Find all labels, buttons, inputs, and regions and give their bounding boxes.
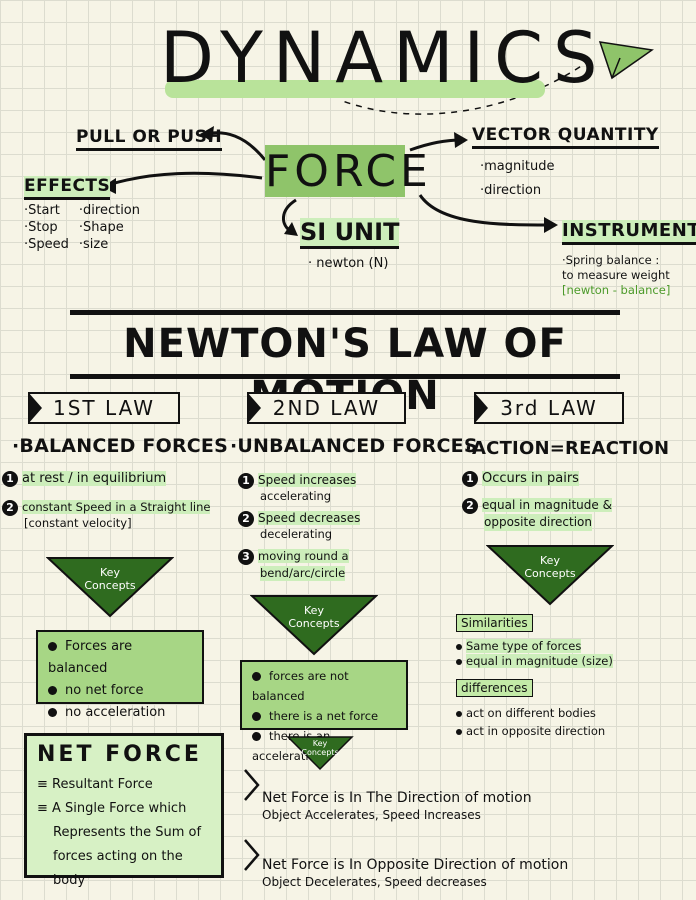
law1-items: 1 at rest / in equilibrium 2 constant Spee…	[2, 470, 232, 531]
concept-item: no acceleration	[65, 705, 166, 720]
instrument-line: ·Spring balance :	[562, 253, 660, 267]
instrument-heading: INSTRUMENT	[562, 220, 696, 245]
divider	[70, 310, 620, 315]
pull-push-label: PULL OR PUSH	[76, 127, 223, 151]
law1-item: at rest / in equilibrium	[22, 471, 167, 486]
law2-subheading: ·UNBALANCED FORCES	[230, 435, 478, 457]
vector-item: ·direction	[480, 183, 542, 198]
law2-note: decelerating	[260, 527, 333, 541]
title-highlight	[165, 80, 545, 98]
force-heading: FORCE	[265, 145, 432, 197]
page-title: DYNAMICS	[160, 17, 608, 99]
net-force-line: forces acting on the body	[53, 849, 183, 888]
law2-key-concepts-small: Key Concepts	[286, 735, 354, 771]
effects-heading: EFFECTS	[24, 176, 111, 200]
effects-section: EFFECTS ·Start ·Stop ·Speed ·direction ·…	[24, 176, 140, 253]
paper-plane-icon	[598, 41, 654, 80]
law2-item: Speed increases	[258, 473, 357, 487]
si-unit-section: SI UNIT · newton (N)	[300, 218, 400, 272]
similarity-item: Same type of forces	[466, 639, 582, 653]
number-badge: 1	[462, 470, 478, 487]
key-concepts-label: Key Concepts	[288, 604, 340, 630]
key-concepts-label: Key Concepts	[84, 566, 136, 592]
concept-item: there is a net force	[269, 709, 379, 723]
law2-concepts-panel: forces are not balanced there is a net f…	[240, 660, 408, 763]
net-force-heading: NET FORCE	[37, 742, 202, 767]
divider	[70, 374, 620, 379]
law2-label: 2ND LAW	[247, 392, 406, 424]
law1-label: 1ST LAW	[28, 392, 180, 424]
difference-item: act on different bodies	[466, 706, 596, 720]
law1-item: constant Speed in a Straight line	[22, 500, 211, 514]
law2-note: bend/arc/circle	[260, 566, 346, 581]
direction-note-2: Net Force is In Opposite Direction of mo…	[262, 857, 692, 889]
number-badge: 2	[238, 510, 254, 527]
law2-key-concepts: Key Concepts	[250, 594, 378, 656]
number-badge: 2	[2, 499, 18, 516]
law1-key-concepts: Key Concepts	[46, 556, 174, 618]
key-concepts-label: Key Concepts	[524, 554, 576, 580]
vector-item: ·magnitude	[480, 159, 555, 174]
law3-subheading: ·ACTION=REACTION	[465, 438, 670, 459]
effect-item: ·Shape	[78, 220, 124, 235]
concept-item: Forces are balanced	[48, 639, 133, 676]
net-force-box: NET FORCE ≡ Resultant Force ≡ A Single F…	[24, 733, 224, 888]
law1-subheading: ·BALANCED FORCES	[12, 435, 228, 457]
difference-item: act in opposite direction	[466, 724, 606, 738]
key-concepts-label: Key Concepts	[301, 739, 339, 757]
law3-key-concepts: Key Concepts	[486, 544, 614, 606]
si-unit-item: · newton (N)	[308, 256, 389, 271]
number-badge: 2	[462, 497, 478, 514]
effect-item: ·Stop	[24, 220, 58, 235]
law2-item: moving round a	[258, 549, 349, 563]
concept-item: forces are not balanced	[252, 669, 349, 703]
differences-tag: differences	[456, 679, 533, 697]
law3-item: Occurs in pairs	[482, 471, 579, 486]
concept-item: no net force	[65, 683, 144, 698]
direction-line: Net Force is In Opposite Direction of mo…	[262, 857, 569, 873]
law1-note: [constant velocity]	[24, 516, 132, 530]
number-badge: 1	[238, 472, 254, 489]
si-unit-heading: SI UNIT	[300, 218, 400, 249]
law3-comparison: Similarities Same type of forces equal i…	[456, 612, 686, 740]
law2-note: accelerating	[260, 489, 332, 503]
similarities-tag: Similarities	[456, 614, 533, 632]
net-force-line: ≡ Resultant Force	[37, 777, 153, 792]
number-badge: 3	[238, 548, 254, 565]
law3-item: equal in magnitude &	[482, 498, 612, 512]
instrument-line: to measure weight	[562, 268, 670, 282]
effect-item: ·size	[78, 237, 109, 252]
vector-heading: VECTOR QUANTITY	[472, 125, 659, 149]
law3-items: 1 Occurs in pairs 2 equal in magnitude & o…	[462, 470, 672, 531]
law2-items: 1 Speed increases accelerating 2 Speed dec…	[238, 472, 388, 582]
law1-concepts-panel: Forces are balanced no net force no acce…	[36, 630, 204, 720]
effect-item: ·Start	[24, 203, 60, 218]
direction-note-1: Net Force is In The Direction of motion …	[262, 790, 692, 822]
direction-line: Object Decelerates, Speed decreases	[262, 875, 487, 889]
number-badge: 1	[2, 470, 18, 487]
law2-item: Speed decreases	[258, 511, 361, 525]
effect-item: ·direction	[78, 203, 140, 218]
instrument-line: [newton - balance]	[562, 283, 671, 297]
net-force-line: ≡ A Single Force which	[37, 801, 187, 816]
similarity-item: equal in magnitude (size)	[466, 654, 613, 668]
law3-note: opposite direction	[484, 514, 592, 531]
vector-section: VECTOR QUANTITY ·magnitude ·direction	[472, 125, 659, 203]
direction-line: Net Force is In The Direction of motion	[262, 790, 532, 806]
law3-label: 3rd LAW	[474, 392, 624, 424]
instrument-section: INSTRUMENT ·Spring balance : to measure …	[562, 220, 696, 298]
net-force-line: Represents the Sum of	[53, 825, 202, 840]
direction-line: Object Accelerates, Speed Increases	[262, 808, 481, 822]
effect-item: ·Speed	[24, 237, 69, 252]
